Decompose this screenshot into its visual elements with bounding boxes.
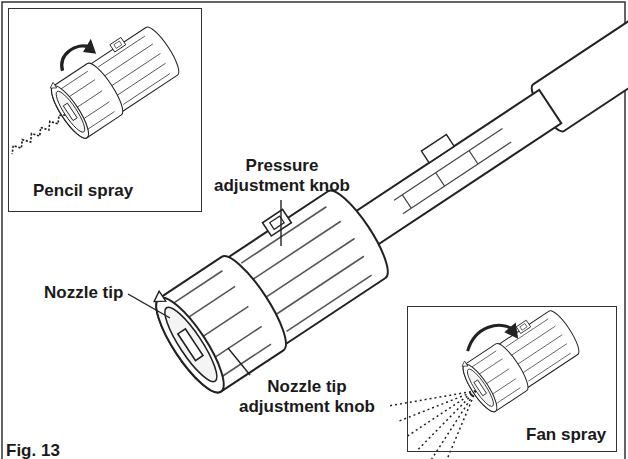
- inset-box: Fan spray: [407, 306, 617, 452]
- part-label: Nozzle tip adjustment knob: [232, 377, 382, 417]
- pencil-jet: [9, 112, 68, 154]
- pencil-inset-nozzle: [0, 4, 185, 177]
- nozzle-assembly: [44, 19, 185, 143]
- part-label: Nozzle tip: [44, 283, 134, 303]
- leader-line: [280, 200, 281, 246]
- nozzle-assembly: [142, 175, 399, 400]
- tube-marking: [394, 129, 511, 214]
- fan-jet: [386, 362, 504, 459]
- inset-caption: Fan spray: [526, 425, 606, 445]
- leader-line: [128, 294, 170, 318]
- part-label: Fig. 13: [6, 441, 96, 459]
- arrow-head: [503, 322, 524, 343]
- tube-clip: [421, 135, 454, 163]
- rotation-arrow: [55, 40, 92, 71]
- inset-caption: Pencil spray: [33, 181, 133, 201]
- part-label: Pressure adjustment knob: [214, 156, 350, 196]
- rotation-arrow: [463, 316, 514, 358]
- leader-line: [228, 348, 250, 375]
- arrow-head: [79, 39, 99, 59]
- nozzle-assembly: [456, 303, 584, 416]
- inset-box: Pencil spray: [8, 8, 202, 212]
